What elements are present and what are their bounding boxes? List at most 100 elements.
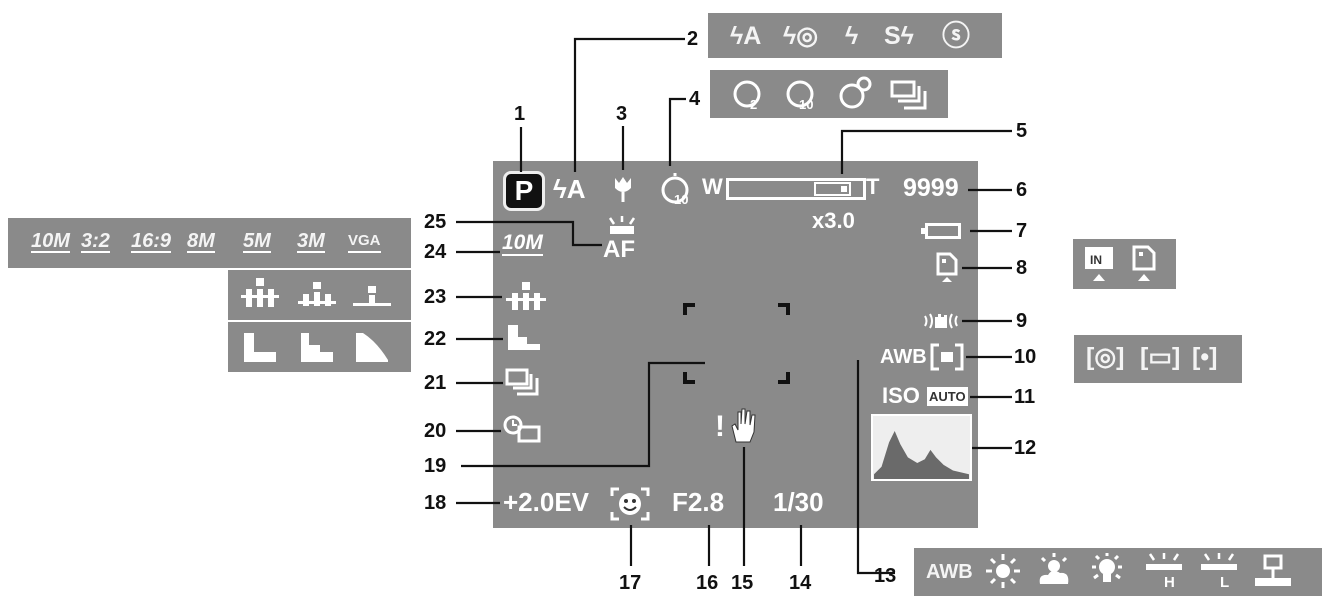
wb-cloudy-icon [1039, 553, 1069, 584]
callout-18: 18 [424, 492, 447, 514]
callout-24: 24 [424, 241, 447, 263]
wb-tungsten-icon [1092, 553, 1122, 582]
metering-strip [1074, 335, 1242, 383]
callout-16: 16 [696, 572, 719, 594]
res-10m-option: 10M [31, 230, 70, 253]
callout-1: 1 [514, 103, 526, 125]
flash-red-eye-option: ϟ◎ [783, 22, 819, 50]
flash-forced-option: ϟ [845, 22, 859, 50]
callout-14: 14 [789, 572, 812, 594]
flash-auto-option: ϟA [730, 22, 762, 50]
sd-card-option-icon [1132, 245, 1156, 281]
callout-23: 23 [424, 286, 447, 308]
leader-2 [573, 37, 685, 172]
internal-memory-label: IN [1090, 253, 1102, 267]
burst-stack-icon [890, 80, 927, 110]
self-timer-2s-label: 2 [750, 97, 757, 112]
res-vga-option: VGA [348, 233, 381, 253]
callout-5: 5 [1016, 120, 1028, 142]
continuous-shot-icon [505, 368, 539, 396]
macro-flower-icon [615, 177, 631, 202]
face-detect-icon [610, 487, 650, 521]
self-timer-10s-label: 10 [799, 97, 813, 112]
callout-2: 2 [687, 28, 699, 50]
flash-auto-icon: ϟA [553, 174, 586, 204]
focus-frame-corner-br [778, 372, 790, 384]
quality-fine-option-icon [298, 282, 336, 306]
metering-multi-option: [◎] [1086, 343, 1125, 371]
res-16-9-option: 16:9 [131, 230, 172, 253]
wb-daylight-icon [986, 554, 1020, 588]
af-label: AF [603, 236, 635, 263]
histogram [871, 414, 972, 481]
metering-center-icon [930, 343, 964, 371]
aperture-value: F2.8 [672, 487, 725, 517]
res-5m-option: 5M [243, 230, 271, 253]
hand-shake-icon [731, 408, 756, 443]
sd-card-icon [936, 252, 958, 282]
battery-icon [921, 223, 961, 239]
self-timer-10s-icon: 10 [661, 173, 689, 207]
self-timer-10s-option-icon: 10 [786, 80, 814, 112]
focus-frame-corner-bl [683, 372, 695, 384]
resolution-strip [8, 218, 411, 268]
res-3-2-option: 3:2 [81, 230, 110, 253]
stabilizer-hand-icon [924, 313, 958, 329]
focus-frame-corner-tr [778, 303, 790, 315]
callout-21: 21 [424, 372, 447, 394]
svg-text:10: 10 [674, 192, 688, 207]
callout-22: 22 [424, 328, 447, 350]
callout-10: 10 [1014, 346, 1037, 368]
callout-9: 9 [1016, 310, 1028, 332]
callout-8: 8 [1016, 257, 1028, 279]
wb-fluorescent-low-icon: L [1201, 553, 1237, 590]
flash-slow-sync-option: Sϟ [884, 22, 914, 50]
internal-memory-icon: IN [1085, 247, 1113, 281]
self-timer-2s-icon: 2 [733, 80, 761, 112]
sharpness-icon [508, 325, 540, 350]
resolution-indicator: 10M [502, 231, 543, 256]
af-lamp-icon [608, 216, 636, 234]
wb-auto-option: AWB [926, 561, 973, 583]
res-8m-option: 8M [187, 230, 215, 253]
shooting-mode-icon: P [503, 171, 545, 211]
iso-label: ISO [882, 383, 920, 408]
wb-custom-icon [1255, 554, 1291, 586]
focus-frame-corner-tl [683, 303, 695, 315]
quality-super-fine-icon [241, 278, 279, 307]
leader-4 [668, 97, 686, 166]
sharpness-normal-icon [301, 333, 333, 362]
self-timer-strip [710, 70, 948, 118]
shutter-speed: 1/30 [773, 487, 824, 517]
callout-25: 25 [424, 211, 447, 233]
res-3m-option: 3M [297, 230, 325, 253]
quality-normal-icon [353, 286, 391, 306]
callout-20: 20 [424, 420, 447, 442]
callout-3: 3 [616, 103, 628, 125]
zoom-factor: x3.0 [812, 208, 855, 233]
zoom-tele-label: T [866, 174, 880, 199]
metering-spot-option: [•] [1192, 343, 1218, 371]
callout-11: 11 [1014, 386, 1036, 408]
shots-remaining: 9999 [903, 174, 959, 202]
callout-4: 4 [689, 88, 701, 110]
sharpness-sharp-icon [244, 333, 276, 362]
callout-13: 13 [874, 565, 897, 587]
zoom-wide-label: W [702, 174, 723, 199]
flash-modes-strip [708, 13, 1002, 58]
exposure-compensation: +2.0EV [503, 487, 590, 517]
shake-warning-mark: ! [715, 410, 725, 443]
callout-7: 7 [1016, 220, 1028, 242]
callout-17: 17 [619, 572, 642, 594]
wb-fluorescent-low-label: L [1220, 574, 1229, 590]
quality-fine-icon [506, 282, 546, 310]
sharpness-soft-icon [356, 333, 388, 362]
flash-off-option: ⓢ [942, 20, 971, 51]
wb-fluorescent-high-icon: H [1146, 553, 1182, 590]
white-balance-label: AWB [880, 346, 927, 368]
callout-6: 6 [1016, 179, 1028, 201]
callout-19: 19 [424, 455, 447, 477]
callout-12: 12 [1014, 437, 1037, 459]
wb-fluorescent-high-label: H [1164, 574, 1175, 590]
date-stamp-icon [503, 415, 541, 443]
